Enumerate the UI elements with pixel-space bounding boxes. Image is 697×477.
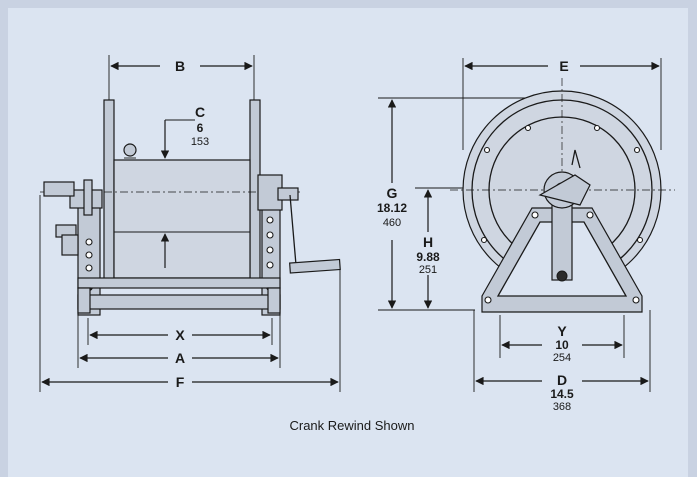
dim-G-value: 18.12 bbox=[377, 201, 407, 215]
dim-B-label: B bbox=[175, 58, 185, 74]
dim-A-label: A bbox=[175, 350, 185, 366]
dim-X-label: X bbox=[175, 327, 185, 343]
dim-D-value: 14.5 bbox=[550, 387, 574, 401]
dim-Y-label: Y bbox=[557, 323, 567, 339]
dim-H-metric: 251 bbox=[419, 264, 437, 276]
caption: Crank Rewind Shown bbox=[289, 418, 414, 433]
dim-Y-value: 10 bbox=[555, 338, 569, 352]
dim-H-value: 9.88 bbox=[416, 250, 440, 264]
side-view: E G 18.12 460 H 9.88 251 Y 10 254 D 14.5 bbox=[377, 58, 675, 413]
dim-H-label: H bbox=[423, 234, 433, 250]
dim-D-label: D bbox=[557, 372, 567, 388]
dim-C-metric: 153 bbox=[191, 136, 209, 148]
dim-F-label: F bbox=[176, 374, 185, 390]
dim-E-label: E bbox=[559, 58, 568, 74]
dim-C-label: C bbox=[195, 104, 205, 120]
front-view: B C 6 153 X A F bbox=[39, 55, 341, 392]
dim-C-value: 6 bbox=[197, 121, 204, 135]
dim-G-label: G bbox=[387, 185, 398, 201]
dim-D-metric: 368 bbox=[553, 401, 571, 413]
dim-G-metric: 460 bbox=[383, 217, 401, 229]
dim-Y-metric: 254 bbox=[553, 352, 571, 364]
